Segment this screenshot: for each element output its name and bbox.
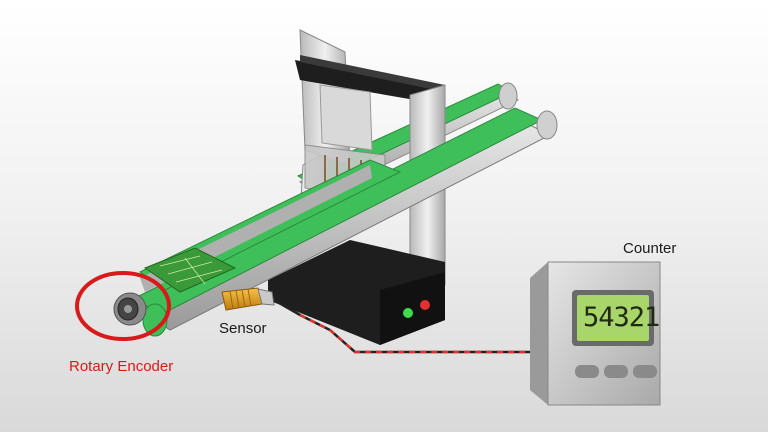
encoder-highlight-circle (75, 271, 171, 341)
green-light-icon (403, 308, 413, 318)
red-light-icon (420, 300, 430, 310)
counter-button-3[interactable] (633, 365, 657, 378)
sensor (221, 287, 530, 354)
counter-label: Counter (623, 240, 677, 257)
counter-device (530, 261, 661, 406)
signal-line (299, 313, 530, 354)
sensor-label: Sensor (219, 320, 267, 337)
counter-lcd (577, 295, 649, 341)
rotary-encoder (75, 271, 171, 341)
counter-display-value: 54321 (583, 302, 660, 333)
counter-button-2[interactable] (604, 365, 628, 378)
press-base (268, 240, 445, 345)
counter-button-1[interactable] (575, 365, 599, 378)
rotary-encoder-label: Rotary Encoder (69, 358, 174, 375)
circuit-board (143, 247, 237, 293)
